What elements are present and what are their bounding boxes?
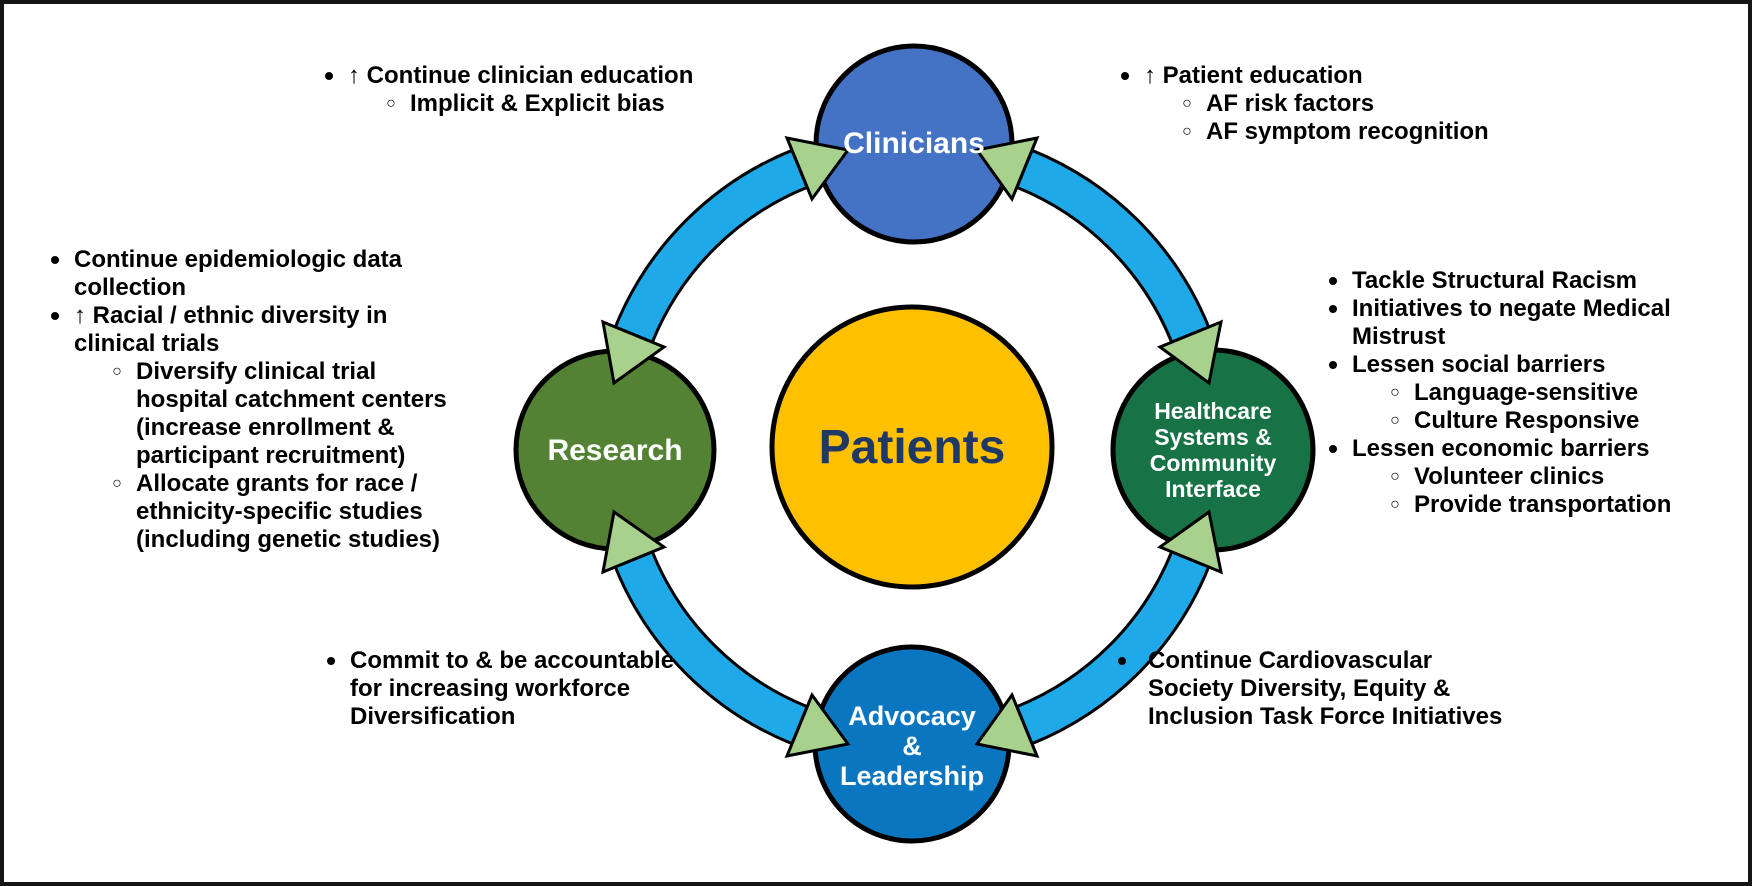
cycle-diagram-graphic bbox=[513, 43, 1316, 844]
bullet-icon: • bbox=[50, 300, 60, 331]
bullet-icon: • bbox=[1328, 265, 1338, 296]
arrowhead-into-clinicians-left-icon bbox=[784, 135, 851, 203]
list-item-text: Language-sensitive bbox=[1414, 379, 1639, 406]
list-item: • Tackle Structural Racism bbox=[1322, 265, 1748, 296]
list-item: ○ Culture Responsive bbox=[1384, 407, 1748, 435]
bullet-icon: • bbox=[1120, 60, 1130, 91]
research-notes-list: • Continue epidemiologic data collection… bbox=[44, 246, 484, 554]
list-item: ○ Provide transportation bbox=[1384, 491, 1748, 519]
list-item: ○ Volunteer clinics bbox=[1384, 463, 1748, 491]
clinicians-circle bbox=[813, 43, 1015, 245]
list-item: • Commit to & be accountable for increas… bbox=[320, 647, 740, 731]
list-item-text: ↑ Racial / ethnic diversity in clinical … bbox=[74, 302, 388, 357]
list-item-text: Implicit & Explicit bias bbox=[410, 90, 665, 117]
arrowhead-into-healthcare-top-icon bbox=[1156, 319, 1224, 386]
bullet-icon: • bbox=[1328, 293, 1338, 324]
list-item-text: Culture Responsive bbox=[1414, 407, 1640, 434]
advocacy-society-notes-list: • Continue Cardiovascular Society Divers… bbox=[1104, 647, 1574, 731]
patients-circle bbox=[769, 304, 1055, 590]
arrowhead-into-clinicians-right-icon bbox=[974, 135, 1040, 203]
list-item: ○ Language-sensitive bbox=[1384, 379, 1748, 407]
patient-education-notes-list: • ↑ Patient education ○ AF risk factors … bbox=[1114, 62, 1574, 146]
list-item: • ↑ Patient education bbox=[1114, 62, 1574, 90]
circle-bullet-icon: ○ bbox=[1182, 123, 1192, 140]
arrowhead-into-advocacy-left-icon bbox=[784, 691, 851, 759]
list-item-text: Continue Cardiovascular Society Diversit… bbox=[1148, 647, 1503, 730]
list-item-text: Diversify clinical trial hospital catchm… bbox=[136, 358, 447, 469]
circle-bullet-icon: ○ bbox=[1390, 412, 1400, 429]
bullet-icon: • bbox=[324, 60, 334, 91]
arrowhead-into-research-top-icon bbox=[601, 319, 668, 386]
healthcare-notes-list: • Tackle Structural Racism • Initiatives… bbox=[1322, 265, 1748, 519]
bullet-icon: • bbox=[50, 244, 60, 275]
bullet-icon: • bbox=[1328, 433, 1338, 464]
circle-bullet-icon: ○ bbox=[1390, 468, 1400, 485]
list-item-text: Allocate grants for race / ethnicity-spe… bbox=[136, 470, 441, 553]
list-item-text: Initiatives to negate Medical Mistrust bbox=[1352, 295, 1671, 350]
list-item-text: Tackle Structural Racism bbox=[1352, 267, 1638, 294]
list-item-text: Continue epidemiologic data collection bbox=[74, 246, 403, 301]
list-item: • ↑ Continue clinician education bbox=[318, 62, 738, 90]
arrowhead-into-healthcare-bottom-icon bbox=[1156, 509, 1224, 575]
list-item: • Lessen social barriers bbox=[1322, 349, 1748, 380]
advocacy-workforce-notes-list: • Commit to & be accountable for increas… bbox=[320, 647, 740, 731]
arrowhead-into-advocacy-right-icon bbox=[974, 691, 1040, 759]
list-item: ○ Implicit & Explicit bias bbox=[380, 90, 738, 118]
list-item: • Lessen economic barriers bbox=[1322, 433, 1748, 464]
list-item-text: AF risk factors bbox=[1206, 90, 1375, 117]
circle-bullet-icon: ○ bbox=[1390, 496, 1400, 513]
arc-band-top-left bbox=[613, 148, 810, 345]
list-item: ○ Allocate grants for race / ethnicity-s… bbox=[106, 470, 484, 554]
circle-bullet-icon: ○ bbox=[386, 95, 396, 112]
circle-bullet-icon: ○ bbox=[112, 363, 122, 380]
list-item: ○ AF symptom recognition bbox=[1176, 118, 1574, 146]
list-item: • Continue Cardiovascular Society Divers… bbox=[1104, 647, 1574, 731]
list-item-text: Lessen social barriers bbox=[1352, 351, 1606, 378]
list-item-text: ↑ Patient education bbox=[1144, 62, 1363, 89]
list-item: • ↑ Racial / ethnic diversity in clinica… bbox=[44, 302, 484, 358]
list-item: • Initiatives to negate Medical Mistrust bbox=[1322, 293, 1748, 351]
clinicians-notes-list: • ↑ Continue clinician education ○ Impli… bbox=[318, 62, 738, 118]
circle-bullet-icon: ○ bbox=[1390, 384, 1400, 401]
arrowhead-into-research-bottom-icon bbox=[601, 509, 668, 575]
list-item-text: Lessen economic barriers bbox=[1352, 435, 1650, 462]
list-item-text: Provide transportation bbox=[1414, 491, 1672, 518]
bullet-icon: • bbox=[326, 645, 336, 676]
list-item: ○ Diversify clinical trial hospital catc… bbox=[106, 358, 484, 470]
circle-bullet-icon: ○ bbox=[112, 475, 122, 492]
list-item-text: ↑ Continue clinician education bbox=[348, 62, 694, 89]
list-item: • Continue epidemiologic data collection bbox=[44, 246, 484, 302]
healthcare-circle bbox=[1110, 347, 1316, 553]
list-item: ○ AF risk factors bbox=[1176, 90, 1574, 118]
bullet-icon: • bbox=[1328, 349, 1338, 380]
list-item-text: Volunteer clinics bbox=[1414, 463, 1605, 490]
bullet-icon: • bbox=[1117, 645, 1127, 676]
list-item-text: Commit to & be accountable for increasin… bbox=[350, 647, 675, 730]
list-item-text: AF symptom recognition bbox=[1206, 118, 1489, 145]
arc-band-top-right bbox=[1014, 148, 1211, 345]
circle-bullet-icon: ○ bbox=[1182, 95, 1192, 112]
